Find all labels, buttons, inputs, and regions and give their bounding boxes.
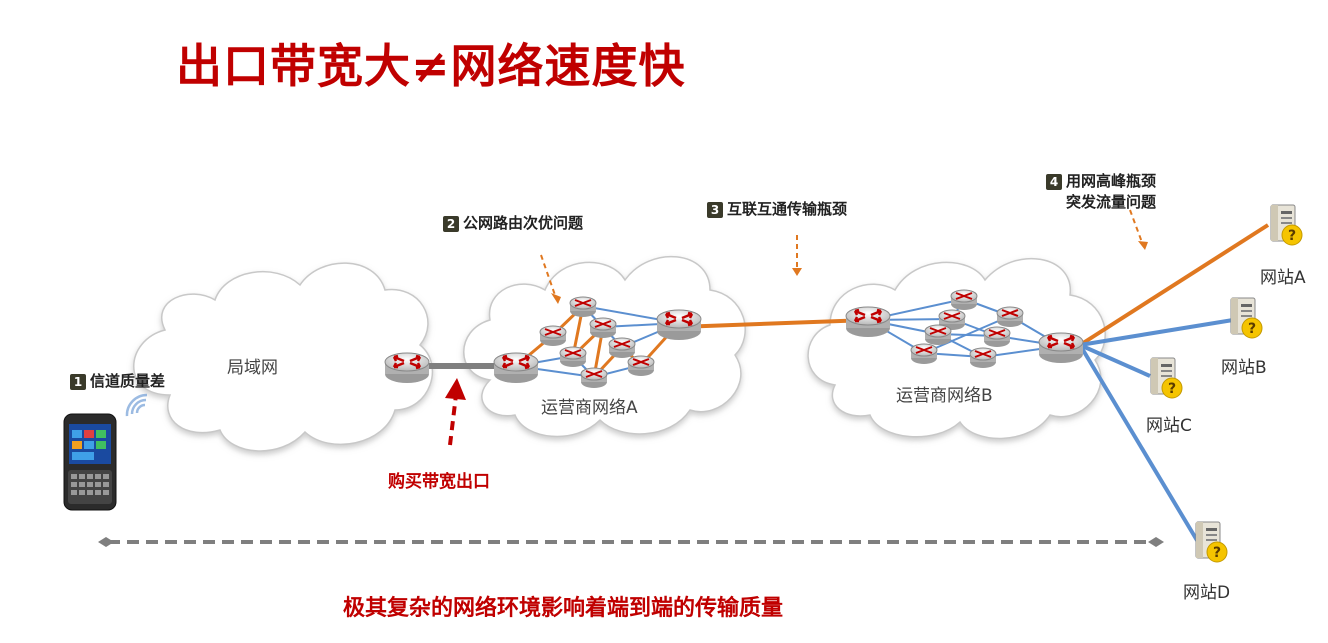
callout-number: 1 — [70, 373, 86, 390]
router-small-icon — [983, 326, 1011, 348]
callout-number: 4 — [1046, 173, 1062, 190]
phone-icon — [63, 413, 117, 511]
end-to-end-right-marker — [1148, 537, 1164, 547]
page-title: 出口带宽大≠网络速度快 — [176, 39, 686, 93]
cloud-label-lan: 局域网 — [227, 358, 278, 378]
router-small-icon — [569, 296, 597, 318]
link-site-c — [1079, 343, 1151, 378]
callout-number: 2 — [443, 215, 459, 232]
callout-text: 公网路由次优问题 — [463, 214, 584, 232]
link-site-d — [1078, 343, 1200, 544]
callout-text: 信道质量差 — [90, 372, 166, 390]
server-b-icon — [1230, 297, 1263, 339]
router-a-exit-icon — [655, 308, 703, 342]
router-b-entry-icon — [844, 305, 892, 339]
callout-text: 用网高峰瓶颈 — [1066, 172, 1157, 190]
link-site-b — [1079, 318, 1234, 347]
router-b-exit-icon — [1037, 331, 1085, 365]
router-small-icon — [950, 289, 978, 311]
callout-text-line2: 突发流量问题 — [1066, 193, 1157, 211]
cloud-carrier-a — [463, 255, 746, 438]
router-small-icon — [910, 343, 938, 365]
router-small-icon — [969, 347, 997, 369]
interconnect-link — [678, 318, 869, 329]
cloud-label-carrier-a: 运营商网络A — [541, 398, 638, 418]
router-lan-icon — [383, 351, 431, 385]
cloud-label-carrier-b: 运营商网络B — [896, 386, 993, 406]
buy-arrow — [448, 394, 458, 446]
cloud-lan — [133, 262, 434, 452]
router-small-icon — [580, 367, 608, 389]
site-label-b: 网站B — [1221, 358, 1267, 378]
router-small-icon — [589, 317, 617, 339]
site-label-d: 网站D — [1183, 583, 1231, 603]
end-to-end-left-marker — [98, 537, 114, 547]
callout-arrows — [540, 209, 1144, 299]
server-d-icon — [1195, 521, 1228, 563]
buy-arrow-head — [445, 378, 466, 400]
wifi-icon — [125, 393, 148, 417]
router-small-icon — [539, 325, 567, 347]
link-site-a — [1078, 223, 1270, 347]
router-small-icon — [924, 324, 952, 346]
router-small-icon — [996, 306, 1024, 328]
callout-text: 互联互通传输瓶颈 — [727, 200, 848, 218]
router-small-icon — [559, 346, 587, 368]
server-a-icon — [1270, 204, 1303, 246]
footer-caption: 极其复杂的网络环境影响着端到端的传输质量 — [343, 596, 784, 621]
buy-bandwidth-label: 购买带宽出口 — [388, 472, 490, 492]
site-label-a: 网站A — [1260, 268, 1306, 288]
server-c-icon — [1150, 357, 1183, 399]
cloud-carrier-b — [807, 257, 1106, 440]
router-small-icon — [608, 337, 636, 359]
site-label-c: 网站C — [1146, 416, 1192, 436]
callout-number: 3 — [707, 201, 723, 218]
router-a-edge-icon — [492, 351, 540, 385]
router-small-icon — [627, 355, 655, 377]
